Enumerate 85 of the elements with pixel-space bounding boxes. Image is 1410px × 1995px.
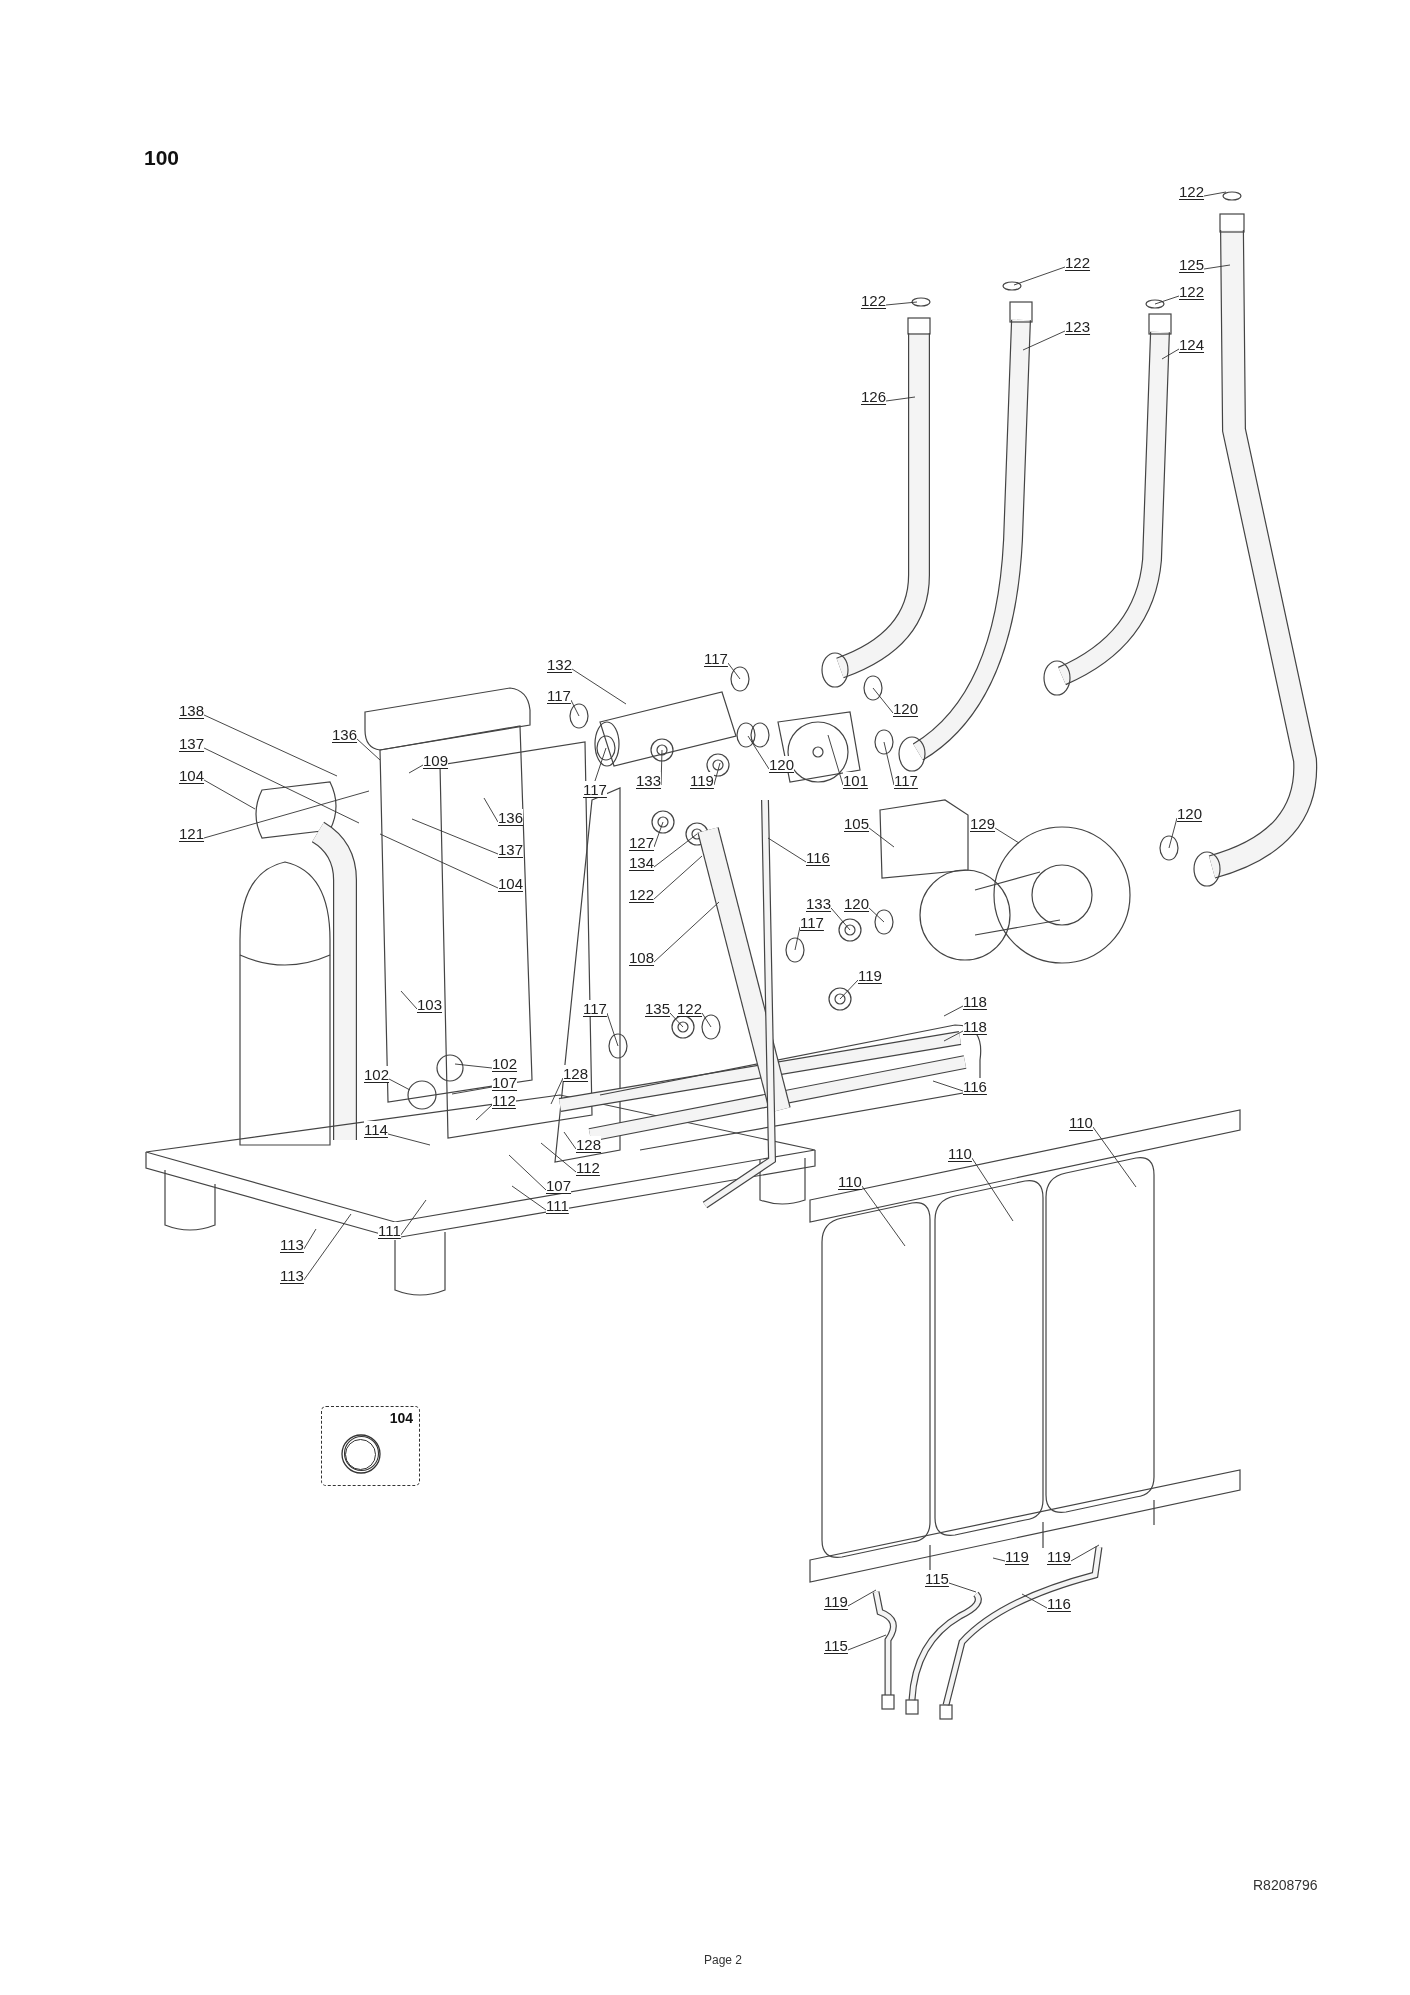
leader-line [868,907,885,923]
leader-line [570,699,580,717]
leader-line [872,687,894,714]
leader-line [379,833,499,889]
leader-line [653,901,720,963]
leader-line [1013,266,1066,286]
leader-line [1154,295,1180,305]
leader-line [971,1157,1014,1222]
leader-line [571,668,627,705]
callout-number: 128 [563,1065,589,1082]
leader-line [767,837,807,863]
leader-line [451,1086,493,1095]
leader-line [408,764,424,774]
leader-line [861,1185,906,1247]
leader-line [511,1185,547,1211]
leader-line [1022,330,1066,351]
leader-line [943,1030,964,1042]
callout-number: 114 [364,1121,388,1138]
callout-number: 111 [378,1222,401,1239]
leader-line [994,827,1020,844]
callout-number: 104 [389,1410,413,1426]
leader-line [1203,191,1227,197]
callout-number: 119 [690,772,714,789]
leader-line [943,1005,964,1017]
leader-line [540,1142,577,1173]
callout-number: 115 [925,1570,949,1587]
leader-line [830,907,851,931]
leader-line [653,855,703,900]
detail-inset-box [321,1406,420,1486]
leader-line [885,396,916,402]
leader-line [1070,1544,1100,1562]
callout-number: 128 [576,1136,602,1153]
leader-line [669,1012,684,1028]
leader-line [868,827,895,848]
callout-number: 133 [636,772,662,789]
leader-line [356,738,381,761]
leader-line [847,1634,887,1651]
leader-line [847,1589,877,1607]
leader-line [550,1077,564,1105]
figure-number: 100 [144,146,180,170]
leader-line [727,662,741,680]
leader-line [885,301,918,306]
leader-line [992,1557,1006,1562]
leader-line [713,762,721,786]
leader-line [606,1012,619,1047]
leader-line [1168,817,1178,849]
leader-line [508,1154,547,1191]
leader-line [594,747,607,782]
callout-number: 102 [364,1066,390,1083]
leader-line [303,1228,317,1250]
drawing-number: R8208796 [1253,1877,1318,1893]
leader-line [1092,1126,1137,1188]
leader-line [388,1078,411,1091]
leader-line [400,990,418,1010]
leader-line [932,1080,964,1092]
leader-line [883,741,895,786]
leader-line [387,1133,431,1146]
leader-line [411,818,499,855]
leader-line [747,735,770,770]
leader-line [203,747,360,824]
leader-line [400,1199,427,1236]
leader-line [483,797,499,823]
leader-line [203,790,370,839]
leader-line [303,1213,352,1281]
callout-number: 136 [498,809,524,826]
leader-line [1203,264,1231,270]
leader-line [827,734,844,786]
leader-line [563,1131,577,1150]
leader-line [839,979,859,1000]
leader-line [203,779,256,810]
callout-number: 120 [769,756,795,773]
leader-line [1021,1593,1048,1609]
leader-line [475,1104,493,1121]
callout-number: 117 [583,1000,607,1017]
callout-number: 101 [843,772,869,789]
leader-line [1161,348,1180,360]
callout-number: 117 [583,781,607,798]
leader-line [701,1012,712,1028]
page-number: Page 2 [704,1953,743,1967]
leader-line [203,714,338,777]
leader-line [653,833,698,868]
callout-number: 116 [963,1078,987,1095]
leader-line [794,926,801,951]
leader-line [948,1582,977,1593]
leader-line [454,1063,493,1069]
